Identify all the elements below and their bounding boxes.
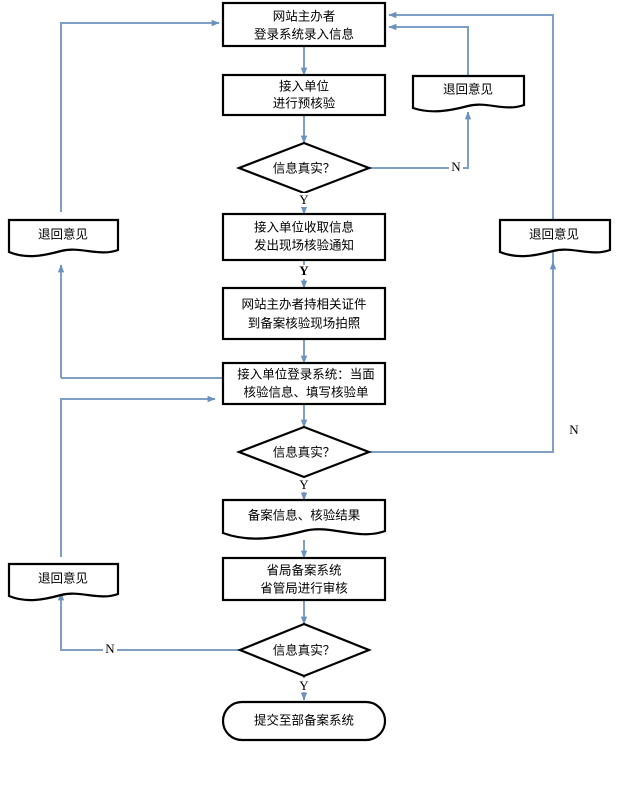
node-n6-line1: 接入单位收取信息 [254,220,354,235]
edge-n5-to-n1 [60,19,220,212]
node-submit-to-ministry[interactable]: 提交至部备案系统 [221,700,387,742]
edge-label-no-1: N [451,159,461,174]
node-decision-info-true-3[interactable]: 信息真实？ [237,622,372,678]
node-n6-line2: 发出现场核验通知 [254,238,354,253]
node-n11-line1: 备案信息、核验结果 [248,508,361,523]
node-access-unit-verify-form[interactable]: 接入单位登录系统：当面 核验信息、填写核验单 [221,361,387,406]
node-n2-line1: 接入单位 [279,79,329,94]
node-n7-line1: 退回意见 [529,227,579,242]
node-return-opinion-1[interactable]: 退回意见 [411,74,526,113]
node-n8-line2: 到备案核验现场拍照 [248,316,361,331]
node-access-unit-collect-info[interactable]: 接入单位收取信息 发出现场核验通知 [221,212,387,262]
node-n1-line2: 登录系统录入信息 [254,27,354,42]
node-record-info-result[interactable]: 备案信息、核验结果 [221,498,387,540]
edge-label-flow-2: Y [299,263,309,278]
edge-label-yes-4: Y [299,678,309,693]
node-n1-line1: 网站主办者 [273,9,336,24]
edge-n4-no-to-n3 [369,111,472,169]
node-decision-info-true-1[interactable]: 信息真实？ [235,141,373,195]
node-n13-line1: 省局备案系统 [266,563,341,578]
node-n10-line1: 信息真实？ [273,445,336,460]
node-n12-line1: 退回意见 [38,571,88,586]
node-n8-line1: 网站主办者持相关证件 [241,297,366,312]
node-n4-line1: 信息真实？ [273,161,336,176]
edge-label-yes-3: Y [299,477,309,492]
edge-label-yes-1: Y [299,192,309,207]
node-n15-line1: 提交至部备案系统 [254,713,354,728]
node-n14-line1: 信息真实？ [273,643,336,658]
edge-n14-no-to-n12 [57,592,240,651]
edge-label-no-3: N [105,641,115,656]
node-return-opinion-4[interactable]: 退回意见 [7,562,120,602]
node-n3-line1: 退回意见 [443,82,493,97]
node-n5-line1: 退回意见 [38,227,88,242]
node-access-unit-precheck[interactable]: 接入单位 进行预核验 [221,73,387,117]
edge-n3-to-n1 [388,23,469,76]
edge-label-no-2: N [569,422,579,437]
node-n13-line2: 省管局进行审核 [260,581,348,596]
edge-label-layer: Y N Y Y N Y N [103,159,581,693]
edge-n12-to-n9 [60,395,216,557]
node-n9-line2: 核验信息、填写核验单 [243,385,368,400]
node-n2-line2: 进行预核验 [273,96,336,111]
node-provincial-bureau-review[interactable]: 省局备案系统 省管局进行审核 [221,556,387,602]
node-decision-info-true-2[interactable]: 信息真实？ [235,425,373,479]
node-n9-line1: 接入单位登录系统：当面 [237,367,375,382]
node-website-owner-login[interactable]: 网站主办者 登录系统录入信息 [221,1,387,48]
node-owner-onsite-photo[interactable]: 网站主办者持相关证件 到备案核验现场拍照 [221,286,387,341]
node-return-opinion-3[interactable]: 退回意见 [498,218,612,258]
node-return-opinion-2[interactable]: 退回意见 [7,218,120,258]
